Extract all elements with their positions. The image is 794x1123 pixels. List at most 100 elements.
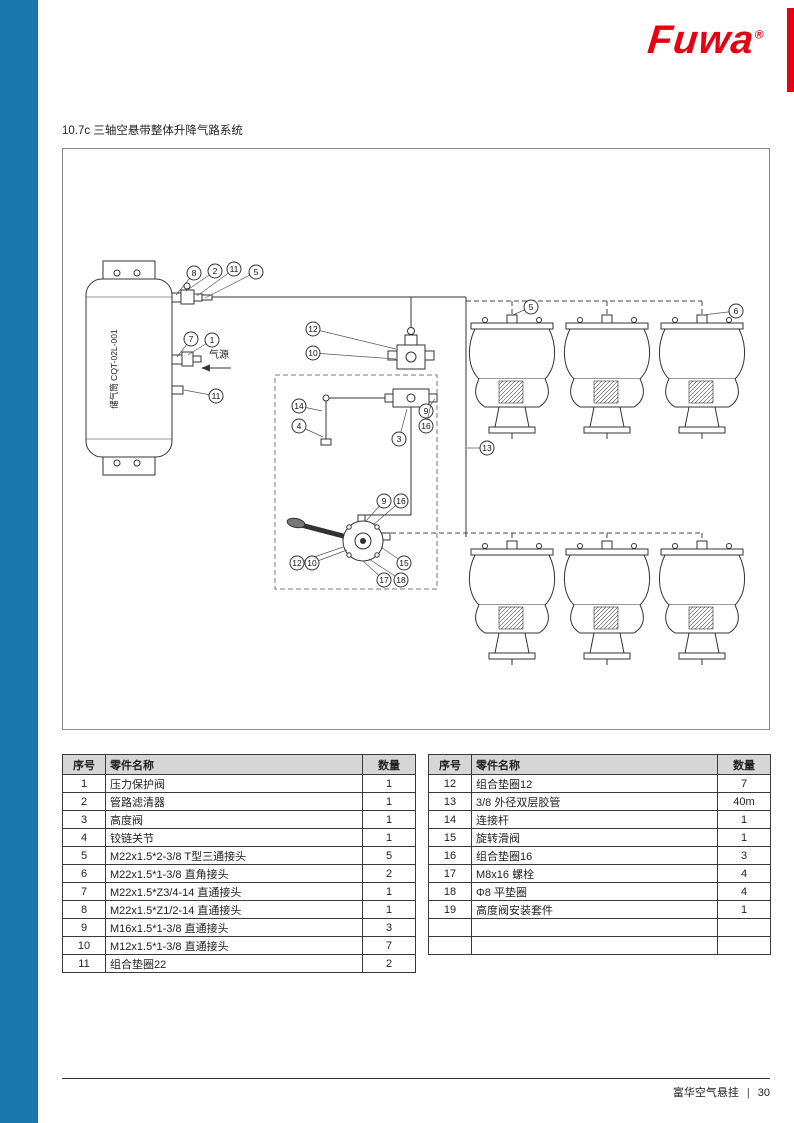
- part-name: [471, 936, 718, 955]
- col-header-index: 序号: [428, 754, 472, 775]
- part-name: 压力保护阀: [105, 774, 363, 793]
- callout-balloon-4: [291, 418, 307, 434]
- callout-balloon-5: [523, 299, 539, 315]
- part-index: 10: [62, 936, 106, 955]
- part-name: 管路滤清器: [105, 792, 363, 811]
- part-index: [428, 936, 472, 955]
- footer-page-number: 30: [757, 1087, 770, 1099]
- red-accent-bar: [787, 8, 794, 92]
- part-index: 8: [62, 900, 106, 919]
- callout-number: 9: [382, 496, 387, 506]
- callout-number: 9: [424, 406, 429, 416]
- callout-balloon-16: [393, 493, 409, 509]
- part-name: M22x1.5*Z1/2-14 直通接头: [105, 900, 363, 919]
- callout-balloon-12: [289, 555, 305, 571]
- part-qty: 1: [362, 792, 416, 811]
- part-qty: 1: [362, 900, 416, 919]
- part-qty: 1: [362, 882, 416, 901]
- part-qty: 1: [362, 828, 416, 847]
- left-accent-bar: [0, 0, 38, 1123]
- part-index: 1: [62, 774, 106, 793]
- callout-balloon-9: [418, 403, 434, 419]
- part-index: 15: [428, 828, 472, 847]
- callout-number: 18: [396, 575, 406, 585]
- part-name: 旋转滑阀: [471, 828, 718, 847]
- callout-number: 5: [254, 267, 259, 277]
- callout-number: 12: [292, 558, 302, 568]
- callout-leader: [296, 546, 344, 564]
- part-name: 高度阀: [105, 810, 363, 829]
- air-spring-bottom-2: [563, 540, 651, 666]
- air-tank: [85, 260, 213, 476]
- part-name: 组合垫圈22: [105, 954, 363, 973]
- part-index: 18: [428, 882, 472, 901]
- part-index: 7: [62, 882, 106, 901]
- part-qty: 7: [362, 936, 416, 955]
- air-source-label: 气源: [209, 348, 229, 361]
- part-index: 6: [62, 864, 106, 883]
- callout-number: 7: [189, 334, 194, 344]
- callout-balloon-12: [305, 321, 321, 337]
- air-spring-top-2: [563, 314, 651, 440]
- callout-leader: [312, 352, 397, 360]
- part-qty: 1: [362, 810, 416, 829]
- callout-balloon-16: [418, 418, 434, 434]
- hoses-dashed: [274, 300, 703, 590]
- callout-balloon-5: [248, 264, 264, 280]
- callout-leader: [196, 268, 235, 297]
- part-qty: 7: [717, 774, 771, 793]
- col-header-index: 序号: [62, 754, 106, 775]
- part-name: 组合垫圈12: [471, 774, 718, 793]
- table-header-row: 序号 零件名称 数量: [62, 754, 416, 775]
- callout-number: 11: [212, 391, 221, 401]
- air-spring-top-1: [468, 314, 556, 440]
- part-qty: 1: [717, 828, 771, 847]
- air-spring-bottom-3: [658, 540, 746, 666]
- air-source-arrow: [201, 364, 231, 372]
- callout-number: 1: [210, 335, 215, 345]
- part-qty: [717, 918, 771, 937]
- part-name: M22x1.5*2-3/8 T型三通接头: [105, 846, 363, 865]
- part-row: [428, 918, 771, 937]
- pneumatic-diagram: 储气筒 CQT-02L-001 气源: [85, 260, 746, 666]
- part-qty: [717, 936, 771, 955]
- part-name: Φ8 平垫圈: [471, 882, 718, 901]
- callout-balloon-6: [728, 303, 744, 319]
- col-header-qty: 数量: [362, 754, 416, 775]
- section-title: 10.7c 三轴空悬带整体升降气路系统: [62, 125, 243, 137]
- callout-balloon-13: [479, 440, 495, 456]
- part-index: 11: [62, 954, 106, 973]
- callout-balloon-15: [396, 555, 412, 571]
- part-index: 9: [62, 918, 106, 937]
- part-qty: 40m: [717, 792, 771, 811]
- brand-logo: Fuwa®: [646, 18, 767, 63]
- callout-number: 13: [482, 443, 492, 453]
- part-name: M22x1.5*Z3/4-14 直通接头: [105, 882, 363, 901]
- callout-number: 16: [421, 421, 431, 431]
- callout-balloon-14: [291, 398, 307, 414]
- callout-number: 2: [213, 266, 218, 276]
- part-qty: 1: [362, 774, 416, 793]
- callout-number: 14: [294, 401, 304, 411]
- callout-number: 16: [396, 496, 406, 506]
- callout-balloon-2: [207, 263, 223, 279]
- part-name: 高度阀安装套件: [471, 900, 718, 919]
- part-name: [471, 918, 718, 937]
- footer-separator: |: [746, 1087, 750, 1099]
- callout-balloon-3: [391, 431, 407, 447]
- part-name: M16x1.5*1-3/8 直通接头: [105, 918, 363, 937]
